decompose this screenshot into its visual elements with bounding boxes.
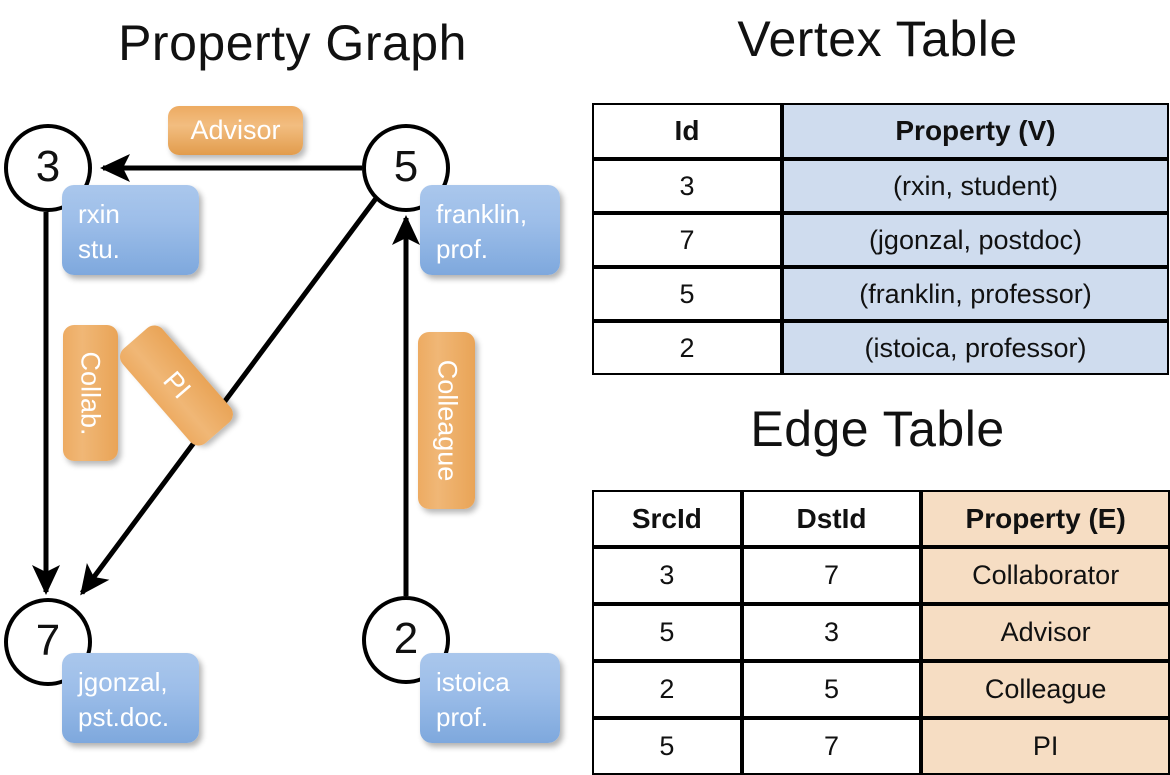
- edge-row-1-dst: 3: [741, 604, 922, 661]
- edge-row-1-property: Advisor: [921, 604, 1170, 661]
- vertex-row-3-id: 2: [592, 321, 782, 375]
- vertex-property-box-3-line2: stu.: [78, 234, 120, 265]
- edge-table: SrcId DstId Property (E) 3 7 Collaborato…: [592, 490, 1170, 775]
- table-row: 5 3 Advisor: [592, 604, 1170, 661]
- vertex-row-3-property: (istoica, professor): [782, 321, 1169, 375]
- vertex-property-box-2-line1: istoica: [436, 667, 510, 697]
- edge-table-header-property: Property (E): [921, 490, 1170, 547]
- edge-row-1-src: 5: [592, 604, 742, 661]
- edge-row-3-property: PI: [921, 718, 1170, 775]
- vertex-property-box-7: jgonzal, pst.doc.: [62, 653, 199, 743]
- edge-row-0-dst: 7: [741, 547, 922, 604]
- vertex-property-box-7-line2: pst.doc.: [78, 702, 170, 733]
- page-title-edge-table: Edge Table: [750, 401, 1005, 457]
- edge-row-0-property: Collaborator: [921, 547, 1170, 604]
- edge-row-3-dst: 7: [741, 718, 922, 775]
- vertex-table: Id Property (V) 3 (rxin, student) 7 (jgo…: [592, 103, 1169, 375]
- graph-edges-svg: [31, 153, 421, 596]
- property-graph-diagram: 3 5 7 2 rxin stu. franklin, prof. jgonza…: [0, 0, 585, 760]
- vertex-property-box-7-line1: jgonzal,: [78, 667, 168, 697]
- edge-label-pi-text: PI: [157, 365, 197, 405]
- edge-label-box-collab: Collab.: [63, 325, 118, 461]
- vertex-property-box-5-line2: prof.: [436, 234, 489, 265]
- graph-node-2-label: 2: [393, 614, 419, 664]
- vertex-property-box-2-line2: prof.: [436, 702, 489, 733]
- vertex-row-2-id: 5: [592, 267, 782, 321]
- edge-row-0-src: 3: [592, 547, 742, 604]
- edge-row-2-dst: 5: [741, 661, 922, 718]
- edge-5-to-7-pi: [79, 195, 380, 596]
- vertex-property-box-5: franklin, prof.: [420, 185, 560, 275]
- graph-node-5-label: 5: [393, 142, 419, 192]
- table-row: 2 (istoica, professor): [592, 321, 1169, 375]
- vertex-row-0-property: (rxin, student): [782, 159, 1169, 213]
- table-row: 2 5 Colleague: [592, 661, 1170, 718]
- vertex-row-0-id: 3: [592, 159, 782, 213]
- vertex-property-box-3-line1: rxin: [78, 199, 120, 229]
- page-title-vertex-table: Vertex Table: [737, 11, 1018, 67]
- page-title-property-graph: Property Graph: [118, 15, 467, 71]
- table-row: 3 7 Collaborator: [592, 547, 1170, 604]
- edge-label-collab-text: Collab.: [76, 350, 107, 436]
- edge-label-box-advisor: Advisor: [168, 106, 303, 155]
- edge-row-3-src: 5: [592, 718, 742, 775]
- vertex-table-header-row: Id Property (V): [592, 103, 1169, 159]
- vertex-row-1-property: (jgonzal, postdoc): [782, 213, 1169, 267]
- vertex-property-box-2: istoica prof.: [420, 653, 560, 743]
- edge-label-colleague-text: Colleague: [432, 359, 462, 482]
- graph-node-3-label: 3: [35, 142, 61, 192]
- edge-row-2-src: 2: [592, 661, 742, 718]
- edge-table-header-srcid: SrcId: [592, 490, 742, 547]
- table-row: 7 (jgonzal, postdoc): [592, 213, 1169, 267]
- edge-label-box-colleague: Colleague: [418, 332, 475, 509]
- table-row: 5 (franklin, professor): [592, 267, 1169, 321]
- vertex-table-header-property: Property (V): [782, 103, 1169, 159]
- graph-node-5[interactable]: 5: [362, 124, 450, 212]
- vertex-property-box-5-line1: franklin,: [436, 199, 528, 229]
- table-row: 5 7 PI: [592, 718, 1170, 775]
- edge-label-advisor-text: Advisor: [190, 115, 281, 145]
- edge-table-header-row: SrcId DstId Property (E): [592, 490, 1170, 547]
- edge-table-header-dstid: DstId: [741, 490, 922, 547]
- graph-node-7-label: 7: [35, 616, 61, 666]
- vertex-property-box-3: rxin stu.: [62, 185, 199, 275]
- table-row: 3 (rxin, student): [592, 159, 1169, 213]
- vertex-row-2-property: (franklin, professor): [782, 267, 1169, 321]
- vertex-table-header-id: Id: [592, 103, 782, 159]
- graph-node-2[interactable]: 2: [362, 596, 450, 684]
- edge-row-2-property: Colleague: [921, 661, 1170, 718]
- vertex-row-1-id: 7: [592, 213, 782, 267]
